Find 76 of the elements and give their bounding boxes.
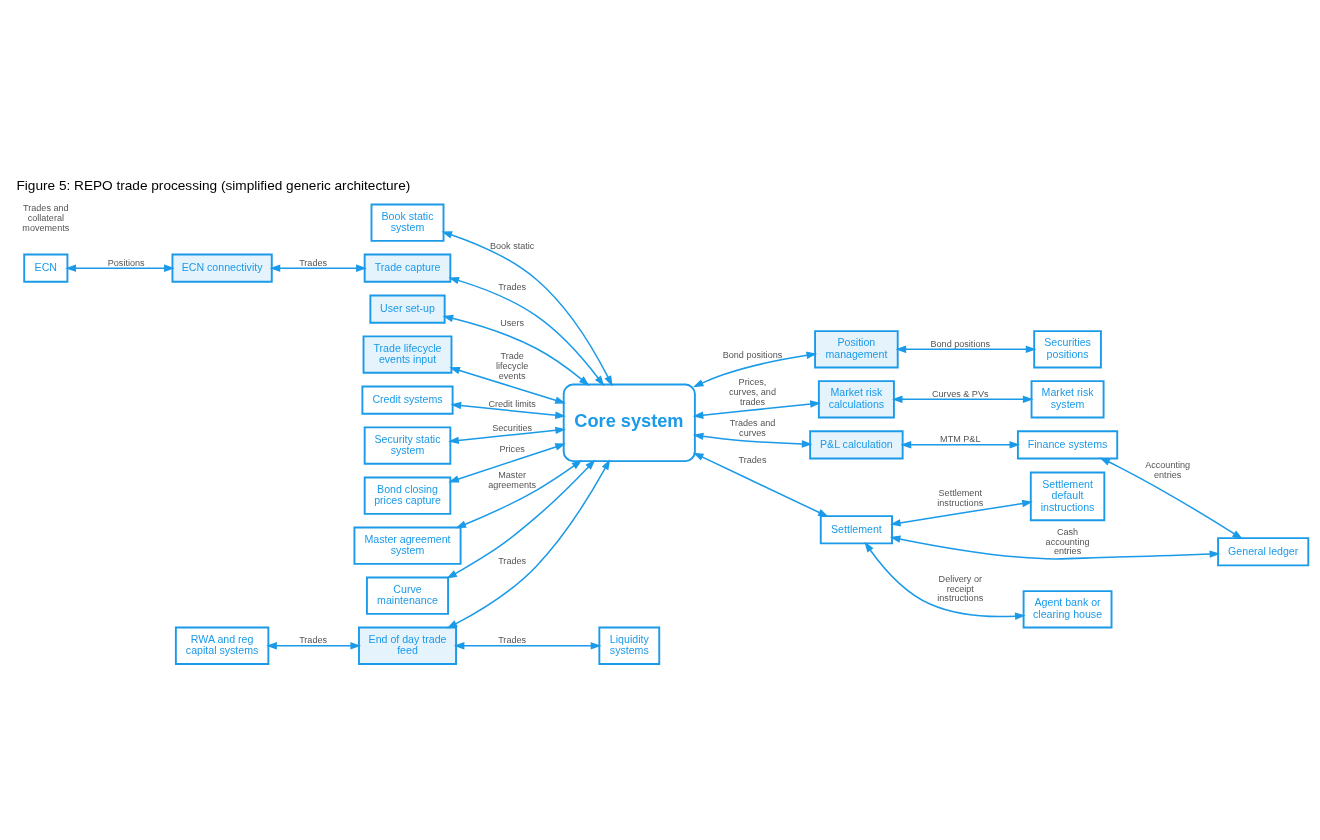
node-box: Security static system [363,426,452,465]
edge-label: Cash accounting entries [1045,526,1090,557]
node-box: Market risk system [1030,380,1105,419]
node-box: Market risk calculations [817,380,895,419]
node-box: Position management [814,330,899,369]
edge-label: Prices [499,444,525,455]
edge-label: Trades and curves [729,418,776,439]
node-box: Liquidity systems [598,626,661,665]
node-box: RWA and reg capital systems [174,626,270,665]
edge-label: Positions [107,257,145,268]
edge-label: Bond positions [722,350,783,361]
edge-label: Prices, curves, and trades [729,377,776,408]
edge-label: Trade lifecycle events [495,350,529,381]
edge-label: Trades [498,635,527,646]
arrow [453,642,602,650]
arrow [891,395,1034,404]
arrow [895,345,1037,354]
label: Trades and collateral movements [22,203,70,234]
arrow [446,459,611,629]
edge-label: Settlement instructions [937,488,984,508]
arrow [442,314,590,386]
node-box: Curve maintenance [366,576,449,615]
arrow [889,535,1221,560]
arrow [889,499,1033,527]
edge-label: Users [500,318,524,329]
arrow [269,264,367,272]
edge-label: Delivery or receipt instructions [937,573,984,604]
arrow [448,443,566,483]
node-box: Trade capture [363,253,452,283]
node-box: Master agreement system [353,526,462,565]
node-box: Bond closing prices capture [363,476,452,515]
arrow [692,432,813,448]
arrow [692,452,829,517]
edge-label: Book static [489,240,535,251]
node-box: ECN connectivity [171,253,273,283]
arrow [450,401,566,419]
node-box: General ledger [1217,537,1310,567]
edge-label: Securities [492,422,533,433]
edge-label: Trades [299,257,328,268]
arrow [449,366,566,404]
edge-label: Curves & PVs [932,388,989,399]
arrow [441,231,613,387]
node-box: End of day trade feed [358,626,457,665]
arrow [448,276,605,387]
node-box: User set-up [369,294,446,324]
diagram-title: Figure 5: REPO trade processing (simplified generic architecture) [16,177,411,193]
edge-label: MTM P&L [940,434,981,445]
node-box: Agent bank or clearing house [1022,590,1113,629]
edge-label: Trades [498,281,527,292]
arrow [900,441,1021,449]
edge-label: Accounting entries [1145,460,1191,480]
node-box: Trade lifecycle events input [362,335,453,374]
node-box: Book static system [370,203,445,242]
node-box: Core system [562,383,696,463]
arrow [864,541,1026,620]
edge-label: Credit limits [488,398,536,409]
edge-label: Trades [299,635,328,646]
edge-label: Trades [498,555,527,566]
edge-label: Trades [738,455,767,466]
node-box: Settlement default instructions [1029,471,1106,522]
node-box: Settlement [819,515,893,545]
arrow [266,642,362,650]
arrow [455,459,583,529]
arrow [692,400,821,419]
arrow [1099,457,1243,540]
arrow [446,459,596,579]
edge-label: Bond positions [930,338,991,349]
node-box: Finance systems [1016,430,1119,460]
node-box: P&L calculation [809,430,904,460]
arrow [692,351,818,388]
node-box: Credit systems [361,385,454,415]
node-box: Securities positions [1033,330,1102,369]
node-box: ECN [23,253,69,283]
arrow [448,426,566,445]
edge-label: Master agreements [488,469,537,490]
arrow [65,264,175,272]
